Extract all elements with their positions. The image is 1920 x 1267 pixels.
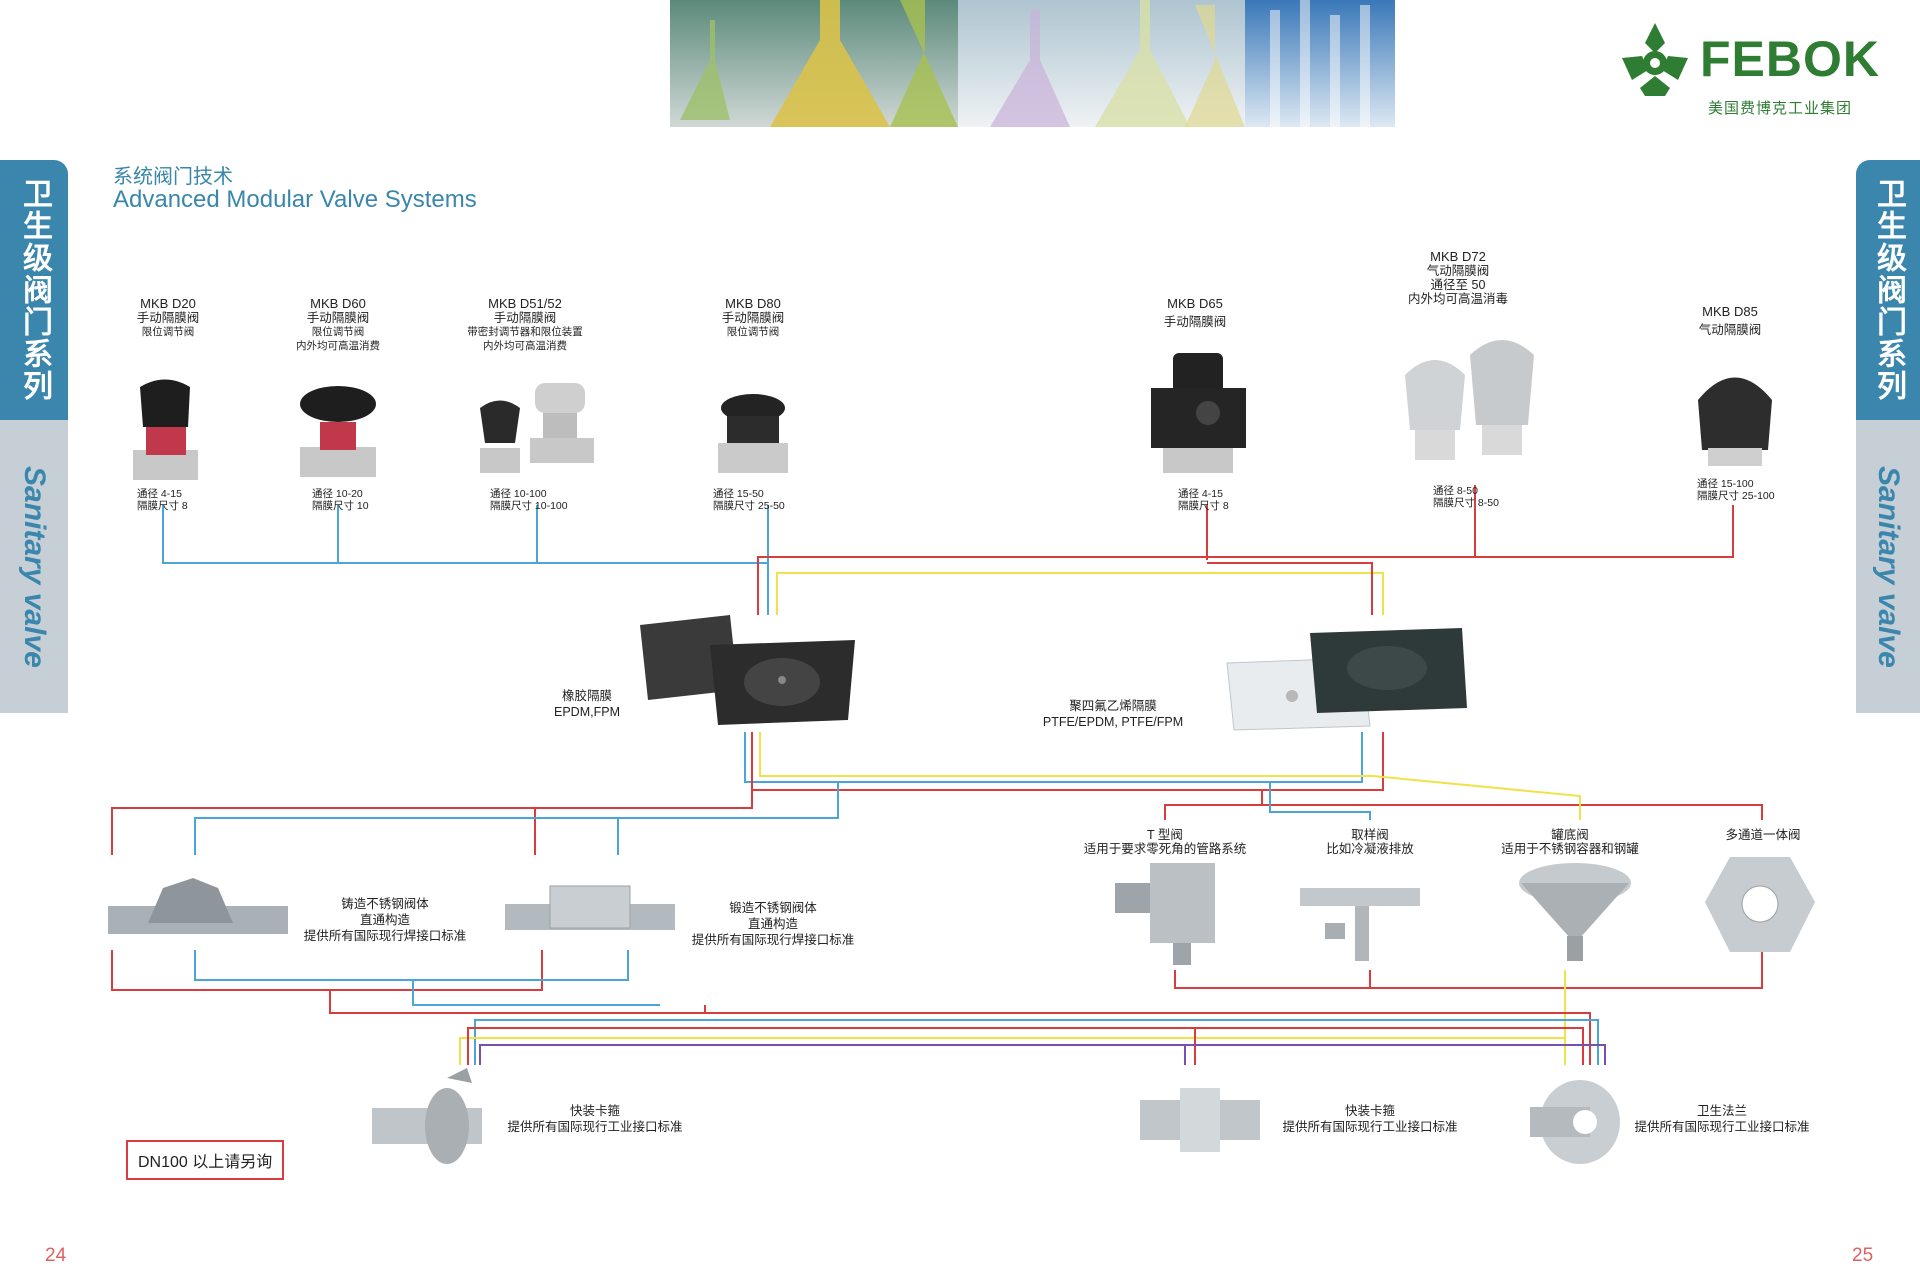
sampling-valve-image — [1300, 888, 1420, 961]
body-description: 锻造不锈钢阀体直通构造提供所有国际现行焊接口标准 — [691, 901, 855, 947]
cast-body-image — [108, 878, 288, 934]
special-valve-label: 取样阀比如冷凝液排放 — [1326, 828, 1414, 856]
special-valve-label: T 型阀适用于要求零死角的管路系统 — [1083, 828, 1247, 856]
connector-line — [759, 732, 1373, 777]
header-photo-strip — [670, 0, 1395, 127]
connector-line — [412, 980, 660, 1006]
t-valve-image — [1115, 863, 1215, 965]
connector-description: 卫生法兰提供所有国际现行工业接口标准 — [1634, 1104, 1810, 1134]
connector-line — [1262, 804, 1763, 820]
ptfe-diaphragm-image — [1226, 628, 1467, 731]
febok-logo-icon — [1622, 23, 1688, 96]
connector-line — [1207, 562, 1373, 615]
side-tab-cn-right: 卫生级阀门系列 — [1856, 160, 1920, 420]
dn100-note: DN100 以上请另询 — [126, 1140, 285, 1180]
sanitary-flange-image — [1530, 1080, 1620, 1164]
clamp-ferrule-image — [1140, 1088, 1260, 1152]
lab-glassware-photo — [670, 0, 1395, 127]
page-title-en: Advanced Modular Valve Systems — [113, 186, 477, 213]
connector-line — [194, 950, 629, 981]
connector-line — [459, 1037, 1565, 1065]
connector-line — [479, 1044, 1186, 1065]
connector-line — [1164, 790, 1263, 820]
valve-d20-image — [133, 379, 198, 480]
body-description: 铸造不锈钢阀体直通构造提供所有国际现行焊接口标准 — [303, 897, 467, 943]
page-number-left: 24 — [45, 1245, 67, 1266]
page-number-right: 25 — [1852, 1245, 1874, 1266]
connector-line — [1174, 950, 1763, 989]
connector-line — [751, 732, 1384, 791]
tank-bottom-valve-image — [1519, 863, 1631, 961]
side-tab-en-right: Sanitary valve — [1856, 420, 1920, 713]
connector-line — [744, 732, 1363, 783]
valve-d72-image — [1405, 340, 1534, 460]
forged-body-image — [505, 885, 675, 930]
brand-subtitle: 美国费博克工业集团 — [1708, 100, 1853, 117]
connector-line — [1475, 505, 1734, 558]
valve-d60-image — [300, 386, 376, 477]
connector-line — [776, 572, 1384, 615]
valve-d80-image — [718, 394, 788, 473]
connector-line — [194, 782, 839, 855]
rubber-diaphragm-image — [640, 615, 855, 725]
brand-name: FEBOK — [1700, 31, 1880, 87]
connector-line — [162, 505, 769, 615]
valve-d85-image — [1698, 377, 1772, 466]
connector-line — [474, 1019, 1599, 1065]
side-tab-cn-left: 卫生级阀门系列 — [0, 160, 68, 420]
connector-description: 快装卡箍提供所有国际现行工业接口标准 — [1282, 1104, 1458, 1134]
side-tab-en-left: Sanitary valve — [0, 420, 68, 713]
connector-line — [1372, 775, 1581, 820]
connector-line — [757, 505, 1208, 615]
clamp-connector-image — [372, 1068, 482, 1164]
connector-description: 快装卡箍提供所有国际现行工业接口标准 — [507, 1104, 683, 1134]
connector-line — [329, 990, 705, 1014]
page-title-cn: 系统阀门技术 — [113, 166, 233, 188]
valve-d65-image — [1151, 353, 1246, 473]
connector-line — [467, 1027, 1584, 1065]
multiport-valve-image — [1705, 857, 1815, 952]
connector-line — [111, 950, 543, 991]
connector-line — [1185, 1044, 1606, 1065]
special-valve-label: 罐底阀适用于不锈钢容器和钢罐 — [1501, 828, 1639, 856]
connector-line — [1269, 782, 1371, 820]
special-valve-label: 多通道一体阀 — [1725, 828, 1801, 842]
connector-line — [111, 790, 753, 855]
valve-d51-image — [480, 383, 594, 473]
connector-line — [704, 1005, 1591, 1065]
